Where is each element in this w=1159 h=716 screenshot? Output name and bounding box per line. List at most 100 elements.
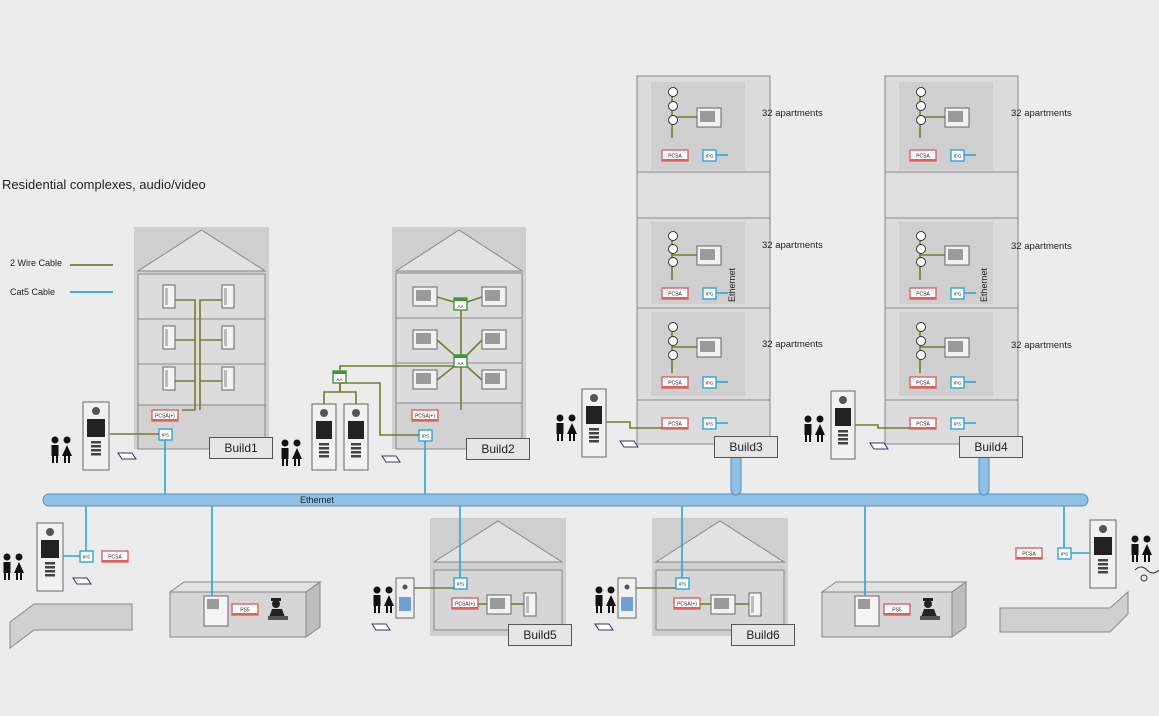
pcsa-label: PS5 <box>892 608 902 614</box>
access-card-icon <box>381 455 401 463</box>
person-head <box>385 586 393 594</box>
aa-label: AA <box>457 361 463 366</box>
audio-handset <box>748 592 762 617</box>
ip-module-label: IPG <box>706 154 714 159</box>
pcsa-stripe <box>662 159 688 161</box>
panel-keypad-row <box>838 430 848 433</box>
concierge-icon <box>268 598 288 620</box>
ip-module-label: IPG <box>706 381 714 386</box>
person-leg <box>561 433 563 441</box>
panel-display <box>348 421 364 439</box>
build6-resident-icon <box>595 586 616 613</box>
panel-keypad-row <box>319 443 329 446</box>
monitor-screen <box>700 111 715 122</box>
ip-module-label: IPS <box>679 582 686 587</box>
panel-keypad-row <box>838 442 848 445</box>
ip-module-label: IPS <box>422 434 429 439</box>
call-button-icon <box>668 350 678 360</box>
build4-residents-icon <box>804 415 825 442</box>
call-button-icon <box>668 257 678 267</box>
ip-module-label: IPG <box>954 381 962 386</box>
handset-grip <box>751 596 754 613</box>
pcsa-label: PCSA <box>668 381 682 387</box>
pcsa-stripe <box>910 427 936 429</box>
entrance-platform-right <box>999 590 1129 633</box>
person-leg <box>821 434 823 442</box>
ip-module-label: IPS <box>1061 552 1068 557</box>
panel-display <box>316 421 332 439</box>
pcsa-stripe <box>674 607 700 609</box>
audio-handset <box>162 284 176 309</box>
panel-keypad-row <box>319 447 329 450</box>
build4-floor <box>884 171 1019 219</box>
person-leg <box>612 605 614 613</box>
build1-residents-icon <box>51 436 72 463</box>
build6-panel-display <box>621 597 633 611</box>
person-leg <box>68 455 70 463</box>
monitor-screen <box>948 111 963 122</box>
aa-stripe <box>454 355 467 358</box>
pcsa-stripe <box>412 419 438 421</box>
two-wire-cable <box>339 365 454 370</box>
person-head <box>556 414 564 422</box>
pcsa-stripe <box>910 159 936 161</box>
panel-keypad-row <box>45 566 55 569</box>
building-label-build5: Build5 <box>508 624 572 646</box>
panel-keypad-row <box>351 447 361 450</box>
panel-keypad-row <box>838 438 848 441</box>
person-head <box>607 586 615 594</box>
ip-module-label: IPS <box>457 582 464 587</box>
monitor-screen <box>490 598 505 609</box>
person-leg <box>64 455 66 463</box>
guard-cap <box>271 598 281 601</box>
person-head <box>293 439 301 447</box>
panel-keypad-row <box>1098 571 1108 574</box>
person-leg <box>294 458 296 466</box>
pcsa-stripe <box>1016 557 1042 559</box>
handset-grip <box>165 370 168 387</box>
build3-residents-icon <box>556 414 577 441</box>
person-body <box>595 595 603 606</box>
person-head <box>15 553 23 561</box>
person-body <box>606 595 616 606</box>
two-wire-cable <box>175 299 196 411</box>
aa-stripe <box>333 371 346 374</box>
ethernet-riser-label-build3: Ethernet <box>727 267 737 302</box>
pcsa-label: PS5 <box>240 608 250 614</box>
apartments-label: 32 apartments <box>1011 108 1072 119</box>
call-button-icon <box>916 115 926 125</box>
call-button-icon <box>916 244 926 254</box>
call-button-icon <box>916 87 926 97</box>
pcsa-stripe <box>662 297 688 299</box>
person-head <box>568 414 576 422</box>
person-leg <box>596 605 598 613</box>
panel-camera-icon <box>624 584 630 590</box>
person-leg <box>56 455 58 463</box>
building-label-build1: Build1 <box>209 437 273 459</box>
person-leg <box>1132 554 1134 562</box>
panel-keypad-row <box>91 453 101 456</box>
ip-module-label: IPS <box>83 555 90 560</box>
person-leg <box>805 434 807 442</box>
handset-grip <box>224 370 227 387</box>
key-icon <box>1134 566 1159 574</box>
ethernet-label: Ethernet <box>300 495 335 505</box>
person-body <box>14 562 24 573</box>
pcsa-stripe <box>884 613 910 615</box>
call-button-icon <box>916 350 926 360</box>
call-button-icon <box>668 231 678 241</box>
guard-desk <box>268 616 288 620</box>
ethernet-bus <box>42 493 1089 507</box>
concierge-icon <box>920 598 940 620</box>
access-card-icon <box>117 452 137 460</box>
call-button-icon <box>916 336 926 346</box>
access-card-icon <box>72 577 92 585</box>
box-side <box>305 581 321 638</box>
guard-head <box>924 600 932 608</box>
audio-handset <box>221 284 235 309</box>
person-body <box>804 424 812 435</box>
monitor-screen <box>416 333 431 344</box>
person-body <box>51 445 59 456</box>
call-button-icon <box>916 231 926 241</box>
person-head <box>51 436 59 444</box>
